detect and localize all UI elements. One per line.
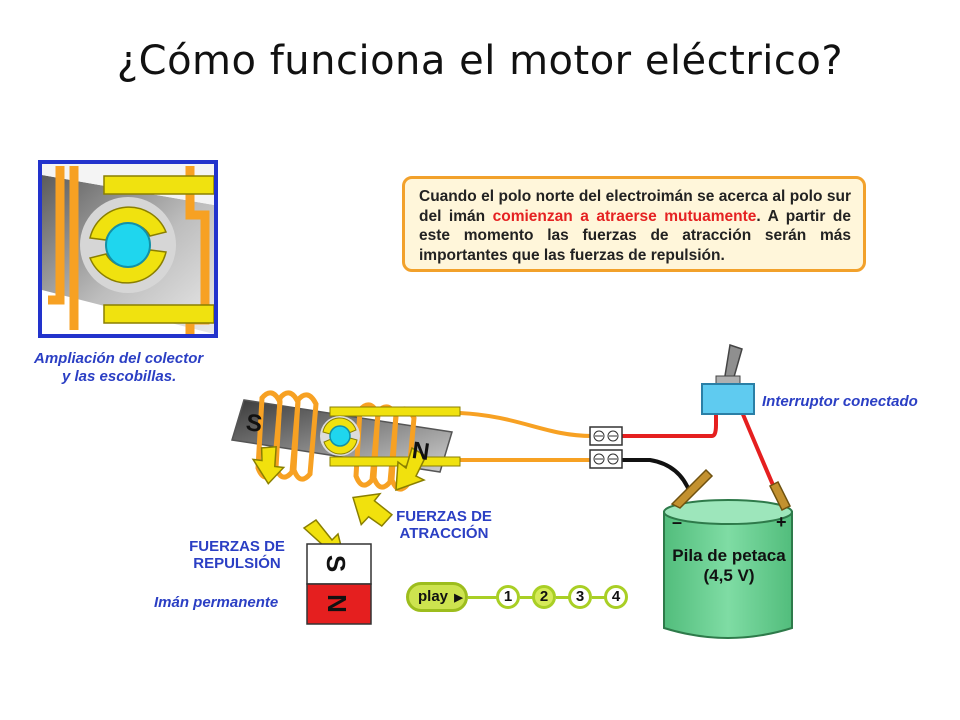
inset-caption-line1: Ampliación del colector: [34, 350, 204, 367]
battery-label-line2: (4,5 V): [703, 566, 755, 585]
battery-plus-label: +: [776, 512, 787, 532]
collector-inset: [38, 160, 218, 338]
electromagnet: [231, 390, 461, 492]
permanent-magnet: [306, 543, 372, 625]
battery-minus-label: –: [672, 512, 683, 532]
circuit-wires: [459, 411, 778, 494]
attraction-label-line1: FUERZAS DE: [396, 508, 492, 525]
step-button-4[interactable]: 4: [604, 585, 628, 609]
repulsion-label: FUERZAS DE REPULSIÓN: [176, 538, 298, 572]
step-connector: [520, 596, 534, 599]
info-text-highlight: comienzan a atraerse mutuamente: [492, 207, 757, 225]
battery-label: Pila de petaca (4,5 V): [662, 546, 796, 586]
step-connector: [592, 596, 606, 599]
step-button-2[interactable]: 2: [532, 585, 556, 609]
inset-caption-line2: y las escobillas.: [62, 368, 177, 385]
info-box: Cuando el polo norte del electroimán se …: [402, 176, 866, 272]
terminal-block: [589, 426, 623, 469]
step-connector: [556, 596, 570, 599]
play-icon: ▶: [454, 592, 463, 604]
play-button[interactable]: play ▶: [406, 582, 468, 612]
step-connector: [468, 596, 498, 599]
step-button-3[interactable]: 3: [568, 585, 592, 609]
magnet-label: Imán permanente: [154, 594, 279, 611]
magnet-south-label: S: [321, 554, 352, 573]
switch-label: Interruptor conectado: [762, 393, 918, 410]
attraction-label: FUERZAS DE ATRACCIÓN: [382, 508, 506, 542]
repulsion-label-line1: FUERZAS DE: [189, 538, 285, 555]
attraction-label-line2: ATRACCIÓN: [399, 525, 489, 542]
switch-icon: [701, 344, 755, 415]
magnet-north-label: N: [321, 594, 352, 613]
repulsion-label-line2: REPULSIÓN: [193, 555, 281, 572]
info-text-before: Cuando el polo norte del electroimán se …: [419, 188, 851, 225]
battery-label-line1: Pila de petaca: [672, 546, 786, 565]
inset-caption: Ampliación del colector y las escobillas…: [34, 350, 203, 386]
slide-title: ¿Cómo funciona el motor eléctrico?: [116, 38, 844, 84]
attraction-arrow-icon: [352, 446, 427, 528]
play-label: play: [418, 588, 449, 605]
step-button-1[interactable]: 1: [496, 585, 520, 609]
battery: [663, 468, 793, 639]
info-text-after: . A partir de este momento las fuerzas d…: [419, 207, 852, 264]
